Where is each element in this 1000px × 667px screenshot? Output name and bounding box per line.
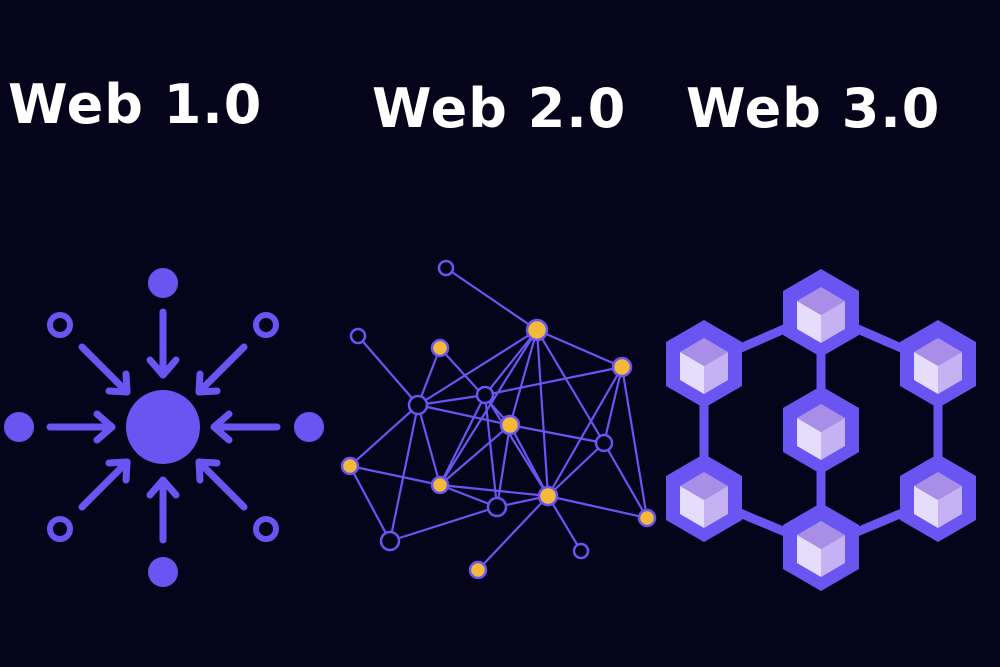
blockchain-icon — [666, 269, 976, 591]
distributed-network-icon — [340, 259, 657, 580]
centralized-network-icon — [4, 268, 324, 587]
web2-title: Web 2.0 — [372, 77, 627, 140]
web3-title: Web 3.0 — [686, 77, 941, 140]
web1-title: Web 1.0 — [8, 73, 263, 136]
